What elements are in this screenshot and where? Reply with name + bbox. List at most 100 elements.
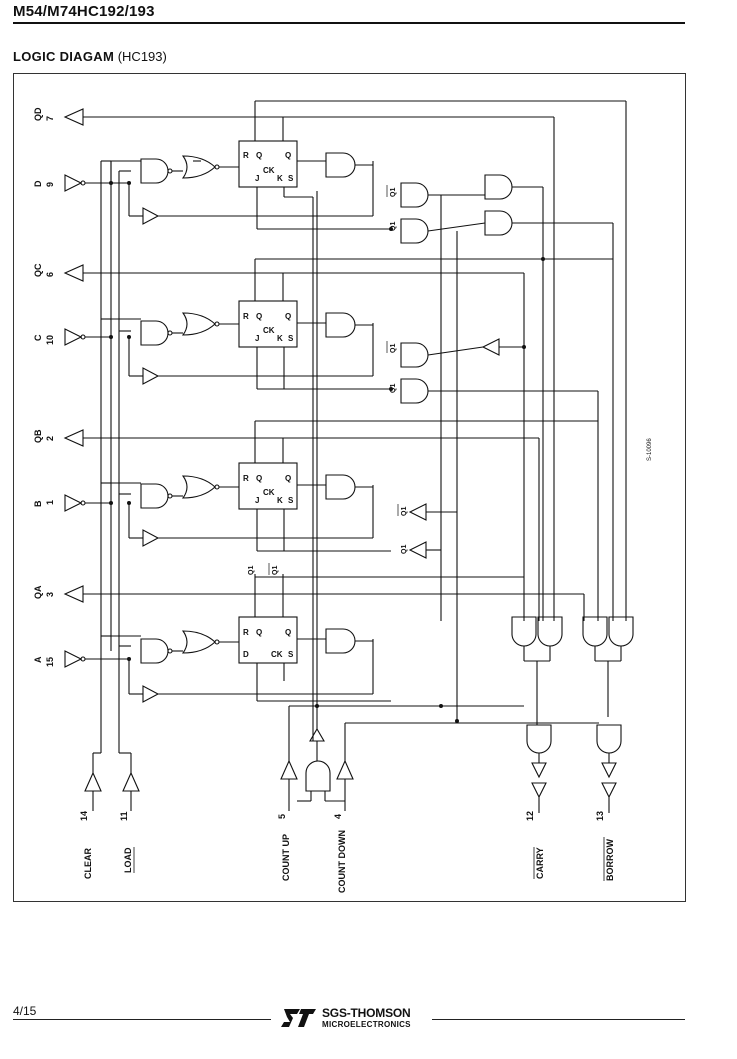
- pin-d-label: D: [33, 180, 43, 187]
- pin-qd-number: 7: [45, 116, 55, 121]
- sig-q1bar-3: Q1: [401, 507, 408, 516]
- ffd-r: R: [243, 151, 249, 160]
- flipflop-c: [238, 300, 298, 348]
- sig-q1bar-2: Q1: [390, 344, 397, 353]
- carry-nand: [526, 724, 552, 754]
- gate-q1bar-low: [408, 503, 427, 521]
- b-or-gate: [181, 475, 216, 499]
- ffa-s: S: [288, 650, 294, 659]
- pin-d-number: 9: [45, 182, 55, 187]
- sig-q1-4: Q1: [248, 566, 255, 575]
- pin-clear-number: 14: [79, 811, 89, 821]
- ffb-q: Q: [256, 474, 262, 483]
- sig-q1-1: Q1: [390, 222, 397, 231]
- ffa-ck: CK: [271, 650, 283, 659]
- pin-qb-number: 2: [45, 436, 55, 441]
- pin-a-number: 15: [45, 657, 55, 667]
- sig-q1bar-1: Q1: [390, 188, 397, 197]
- borrow-and-1: [582, 616, 608, 647]
- st-logo-icon: [281, 1009, 316, 1027]
- count-down-input-buffer: [336, 759, 354, 780]
- count-nor-gate: [305, 760, 331, 792]
- a-inverter: [142, 685, 160, 703]
- a-output-nand: [325, 628, 356, 654]
- pin-load-label: LOAD: [123, 847, 133, 873]
- ffc-ck: CK: [263, 326, 275, 335]
- pin-c-number: 10: [45, 335, 55, 345]
- sig-q1-3: Q1: [401, 545, 408, 554]
- a-or-gate: [181, 630, 216, 654]
- logic-diagram: QD 7 D 9 QC 6 C 10 QB 2 B 1 QA 3 A 15 14…: [13, 73, 686, 902]
- borrow-nand: [596, 724, 622, 754]
- brand-name: SGS-THOMSON: [322, 1006, 411, 1020]
- pin-count-up-number: 5: [277, 814, 287, 819]
- d-and-gate: [140, 158, 169, 184]
- pin-qb-label: QB: [33, 429, 43, 443]
- figure-code: S-10096: [647, 438, 653, 461]
- carry-inverter-1: [531, 762, 547, 779]
- gate-q1-mid: [400, 378, 429, 404]
- ffd-ck: CK: [263, 166, 275, 175]
- c-output-nand: [325, 312, 356, 338]
- flipflop-a: [238, 616, 298, 664]
- ffb-j: J: [255, 496, 259, 505]
- d-output-nand: [325, 152, 356, 178]
- ffb-s: S: [288, 496, 294, 505]
- section-title: LOGIC DIAGAM (HC193): [13, 49, 167, 64]
- b-input-buffer: [64, 494, 83, 512]
- pin-qc-number: 6: [45, 272, 55, 277]
- b-output-nand: [325, 474, 356, 500]
- a-and-gate: [140, 638, 169, 664]
- qd-output-buffer: [63, 108, 84, 126]
- count-inverter: [309, 727, 325, 742]
- ffc-j: J: [255, 334, 259, 343]
- ffa-r: R: [243, 628, 249, 637]
- pin-carry-number: 12: [525, 811, 535, 821]
- carry-and-2: [537, 616, 563, 647]
- borrow-and-2: [608, 616, 634, 647]
- pin-a-label: A: [33, 656, 43, 663]
- pin-clear-label: CLEAR: [83, 848, 93, 879]
- pin-qa-label: QA: [33, 585, 43, 599]
- footer-rule-right: [432, 1019, 685, 1020]
- pin-load-number: 11: [119, 811, 129, 821]
- c-input-buffer: [64, 328, 83, 346]
- c-and-gate: [140, 320, 169, 346]
- gate-q1bar-mid: [400, 342, 429, 368]
- a-input-buffer: [64, 650, 83, 668]
- gate-q1-low: [408, 541, 427, 559]
- sig-q1-2: Q1: [390, 384, 397, 393]
- pin-carry-label: CARRY: [535, 847, 545, 879]
- footer-rule-left: [13, 1019, 271, 1020]
- flipflop-d: [238, 140, 298, 188]
- b-inverter: [142, 529, 160, 547]
- qb-output-buffer: [63, 429, 84, 447]
- ffb-ck: CK: [263, 488, 275, 497]
- carry-inverter-2: [531, 782, 547, 799]
- ffa-q: Q: [256, 628, 262, 637]
- ffd-q: Q: [256, 151, 262, 160]
- sig-q1bar-4: Q1: [272, 566, 279, 575]
- ffa-d: D: [243, 650, 249, 659]
- ffb-qbar: Q: [285, 474, 291, 483]
- ffc-k: K: [277, 334, 283, 343]
- gate-top-right-1: [484, 174, 513, 200]
- borrow-inverter-2: [601, 782, 617, 799]
- pin-b-label: B: [33, 500, 43, 507]
- ffc-q: Q: [256, 312, 262, 321]
- pin-c-label: C: [33, 334, 43, 341]
- pin-borrow-number: 13: [595, 811, 605, 821]
- ffa-qbar: Q: [285, 628, 291, 637]
- pin-count-down-label: COUNT DOWN: [337, 830, 347, 893]
- qc-output-buffer: [63, 264, 84, 282]
- document-title: M54/M74HC192/193: [13, 3, 155, 20]
- ffd-s: S: [288, 174, 294, 183]
- ffd-j: J: [255, 174, 259, 183]
- ffc-qbar: Q: [285, 312, 291, 321]
- company-logo: SGS-THOMSON MICROELECTRONICS: [280, 1005, 430, 1033]
- flipflop-b: [238, 462, 298, 510]
- pin-qc-label: QC: [33, 263, 43, 277]
- ffc-r: R: [243, 312, 249, 321]
- logic-diagram-svg: QD 7 D 9 QC 6 C 10 QB 2 B 1 QA 3 A 15 14…: [33, 100, 653, 893]
- section-title-suffix: (HC193): [117, 49, 167, 64]
